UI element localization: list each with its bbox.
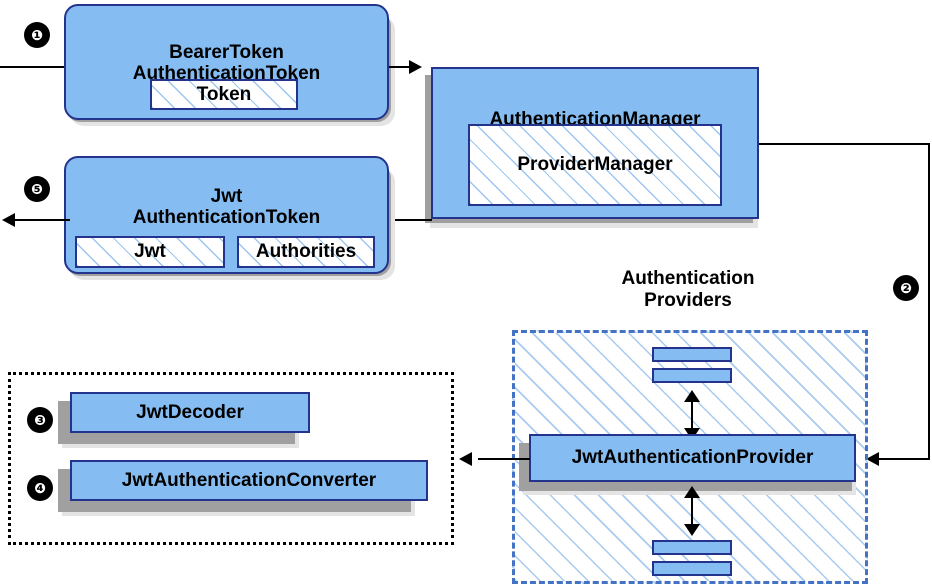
provider-link-arrow-top-up xyxy=(684,390,700,402)
bearer-token-title-line1: BearerToken xyxy=(169,41,284,63)
outgoing-response-arrowhead xyxy=(2,213,15,227)
step-badge-4: ❹ xyxy=(28,476,52,500)
providers-label-line1: Authentication xyxy=(621,268,755,289)
provider-placeholder-bar-bottom-1 xyxy=(652,540,732,555)
step-badge-5: ❺ xyxy=(25,177,49,201)
jwt-authentication-converter-title: JwtAuthenticationConverter xyxy=(121,469,377,491)
jwt-token-title-line1: Jwt xyxy=(210,185,243,207)
jwt-support-components-group xyxy=(8,372,454,545)
outgoing-response-line xyxy=(12,219,70,221)
providers-label-line2: Providers xyxy=(644,289,732,311)
manager-to-provider-arrowhead xyxy=(866,452,879,466)
jwt-authentication-provider-box[interactable]: JwtAuthenticationProvider xyxy=(529,434,856,482)
jwt-token-title: Jwt AuthenticationToken xyxy=(133,186,321,229)
provider-placeholder-bar-top-2 xyxy=(652,368,732,383)
jwt-token-inner-jwt-box[interactable]: Jwt xyxy=(75,236,225,268)
bearer-to-manager-arrowhead xyxy=(409,60,422,74)
manager-to-jwt-token-line xyxy=(390,219,432,221)
jwt-token-inner-authorities-box[interactable]: Authorities xyxy=(237,236,375,268)
provider-link-arrow-top-line xyxy=(691,394,693,436)
bearer-token-title-line2: AuthenticationToken xyxy=(132,63,321,84)
incoming-request-line xyxy=(0,66,70,68)
provider-link-arrow-bottom-down xyxy=(684,524,700,536)
manager-to-provider-line-top xyxy=(759,143,930,145)
authentication-providers-label: Authentication Providers xyxy=(562,268,814,311)
bearer-token-inner-token-box[interactable]: Token xyxy=(150,79,298,110)
jwt-decoder-title: JwtDecoder xyxy=(136,401,244,423)
jwt-token-title-line2: AuthenticationToken xyxy=(132,207,321,228)
provider-to-support-arrowhead xyxy=(459,452,472,466)
manager-to-provider-line-vertical xyxy=(928,143,930,459)
provider-placeholder-bar-bottom-2 xyxy=(652,561,732,576)
jwt-decoder-box[interactable]: JwtDecoder xyxy=(70,392,310,433)
provider-to-support-line xyxy=(478,458,530,460)
step-badge-3: ❸ xyxy=(28,408,52,432)
bearer-token-title: BearerToken AuthenticationToken xyxy=(133,42,321,85)
step-badge-1: ❶ xyxy=(25,23,49,47)
jwt-authentication-provider-title: JwtAuthenticationProvider xyxy=(571,447,814,469)
step-badge-2: ❷ xyxy=(894,276,918,300)
provider-placeholder-bar-top-1 xyxy=(652,347,732,362)
jwt-authentication-converter-box[interactable]: JwtAuthenticationConverter xyxy=(70,460,428,501)
provider-link-arrow-bottom-line xyxy=(691,490,693,532)
manager-to-provider-line-bottom xyxy=(876,458,930,460)
provider-manager-box[interactable]: ProviderManager xyxy=(468,124,722,206)
bearer-to-manager-line xyxy=(389,66,419,68)
provider-link-arrow-bottom-up xyxy=(684,486,700,498)
